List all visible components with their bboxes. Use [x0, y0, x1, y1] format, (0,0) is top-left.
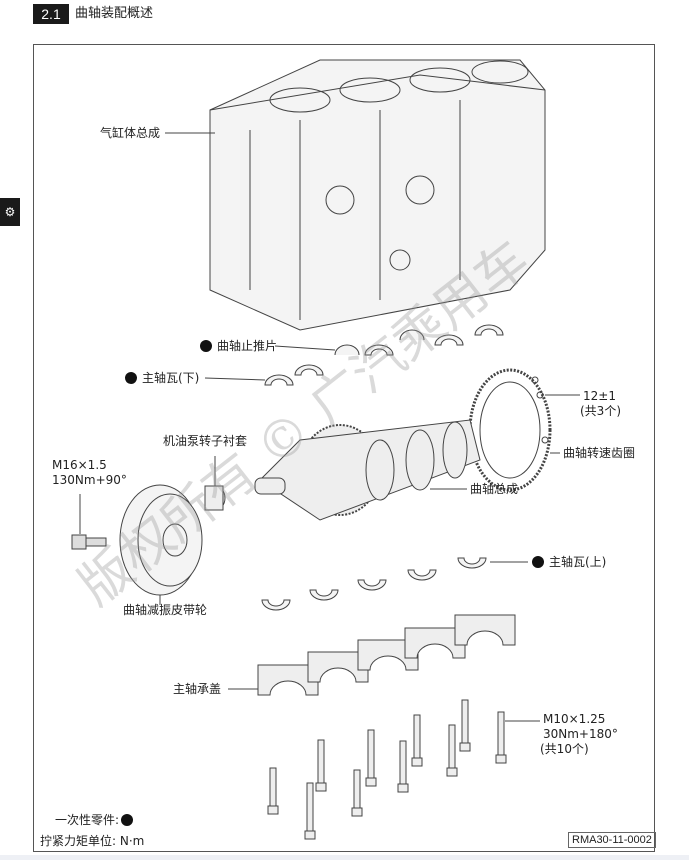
label-text: 主轴瓦(下)	[142, 371, 200, 385]
label-ring-bolt-torque: 12±1	[583, 389, 616, 403]
label-text: 主轴瓦(上)	[549, 555, 607, 569]
pulley-bolt-drawing	[71, 534, 107, 550]
label-cap-bolt-qty: (共10个)	[540, 742, 589, 756]
main-bearing-cap-bolts-drawing	[267, 699, 507, 840]
figure-frame	[33, 44, 655, 852]
crankshaft-drawing	[254, 419, 481, 521]
legend-text: 一次性零件:	[55, 813, 120, 827]
legend-torque-unit: 拧紧力矩单位: N·m	[40, 834, 145, 848]
label-ring-bolt-qty: (共3个)	[580, 404, 621, 418]
main-bearing-caps-drawing	[257, 614, 516, 696]
one-time-part-dot-icon	[125, 372, 137, 384]
label-main-bearing-upper: 主轴瓦(上)	[532, 555, 606, 570]
one-time-part-dot-icon	[532, 556, 544, 568]
upper-bearing-shells-drawing	[264, 324, 504, 386]
one-time-part-dot-icon	[121, 814, 134, 826]
one-time-part-dot-icon	[200, 340, 212, 352]
label-pulley-bolt-spec: M16×1.5	[52, 458, 107, 472]
figure-code: RMA30-11-0002	[568, 832, 656, 848]
label-cylinder-block: 气缸体总成	[100, 126, 161, 140]
label-main-bearing-cap: 主轴承盖	[173, 682, 222, 696]
section-title: 曲轴装配概述	[75, 6, 154, 21]
label-cap-bolt-spec: M10×1.25	[543, 712, 606, 726]
damper-pulley-drawing	[119, 484, 203, 596]
label-pulley-bolt-torque: 130Nm+90°	[52, 473, 127, 487]
label-oil-pump-bushing: 机油泵转子衬套	[163, 434, 248, 448]
legend-one-time-parts: 一次性零件:	[55, 813, 138, 828]
label-damper-pulley: 曲轴减振皮带轮	[123, 603, 208, 617]
label-cap-bolt-torque: 30Nm+180°	[543, 727, 618, 741]
label-reluctor-ring: 曲轴转速齿圈	[563, 446, 636, 460]
section-number: 2.1	[33, 4, 69, 24]
page-bottom-bar	[0, 855, 689, 860]
lower-bearing-shells-drawing	[261, 557, 487, 611]
cylinder-block-drawing	[209, 59, 546, 331]
engine-icon: ⚙	[0, 198, 20, 226]
label-thrust-washer: 曲轴止推片	[200, 339, 277, 354]
label-crankshaft-assy: 曲轴总成	[470, 482, 519, 496]
label-text: 曲轴止推片	[217, 339, 278, 353]
label-main-bearing-lower: 主轴瓦(下)	[125, 371, 199, 386]
reluctor-ring-drawing	[468, 368, 552, 492]
